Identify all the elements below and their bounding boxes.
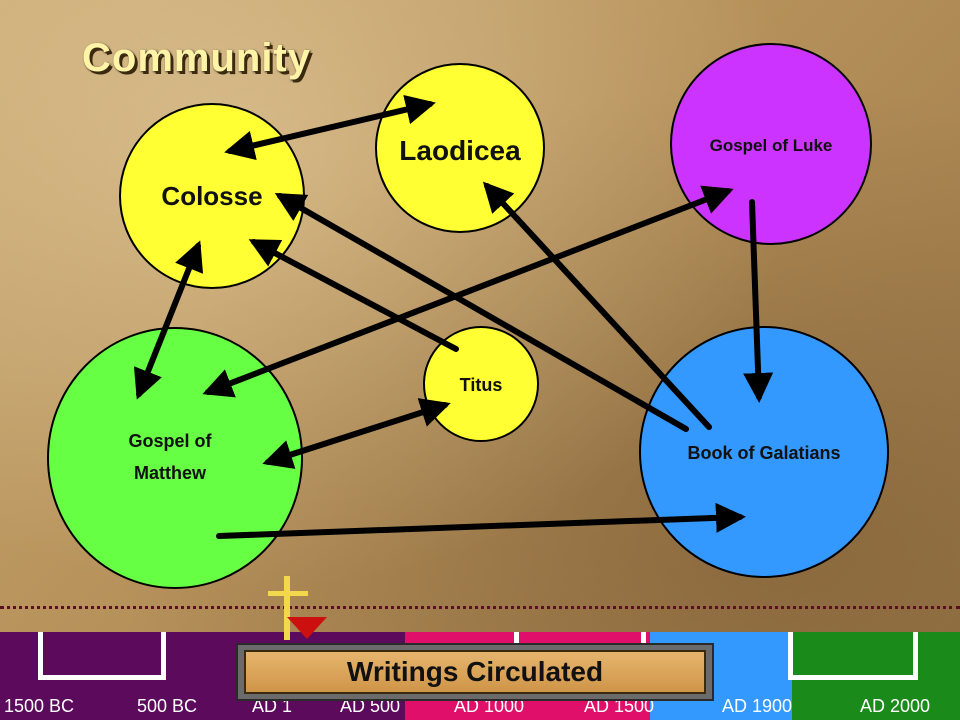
timeline-label: 1500 BC [4,696,75,716]
label-galatians: Book of Galatians [687,443,840,463]
cross-icon-bar [268,591,308,596]
timeline-label: AD 1000 [454,696,525,716]
community-diagram: Colosse Laodicea Gospel of Luke Gospel o… [47,43,889,589]
cross-icon [284,576,290,640]
timeline-label: AD 1 [252,696,293,716]
arrow-luke-galatians [743,199,774,403]
arrow-luke-matthew [202,185,734,398]
node-matthew [47,327,303,589]
timeline-label: AD 1500 [584,696,655,716]
label-colosse: Colosse [161,181,262,211]
timeline-dotted-divider [0,606,960,609]
arrow-matthew-titus [262,398,451,469]
timeline-label: AD 1900 [722,696,793,716]
writings-circulated-banner: Writings Circulated [236,643,714,701]
label-matthew-1: Gospel of [128,431,212,451]
label-luke: Gospel of Luke [710,136,833,155]
timeline-marker-icon [287,617,327,639]
arrow-matthew-galatians [216,502,746,539]
timeline-label: AD 2000 [860,696,931,716]
timeline-label: 500 BC [137,696,198,716]
label-titus: Titus [460,375,503,395]
label-matthew-2: Matthew [134,463,207,483]
label-laodicea: Laodicea [399,135,521,166]
timeline-notch [788,632,918,680]
arrow-colosse-laodicea [224,94,436,161]
banner-label: Writings Circulated [244,650,706,694]
arrow-colosse-matthew [133,240,204,400]
slide-title: Community [82,36,311,80]
timeline-notch [38,632,166,680]
timeline-label: AD 500 [340,696,401,716]
